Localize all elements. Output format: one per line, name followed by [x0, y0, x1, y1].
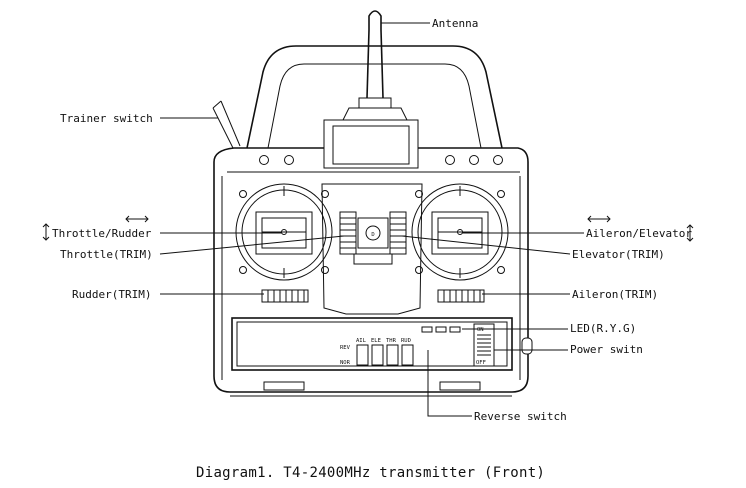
left-horizontal-arrow-icon — [126, 216, 148, 222]
antenna — [343, 11, 407, 120]
label-throttle-trim: Throttle(TRIM) — [60, 248, 153, 261]
reverse-switch-block: AIL ELE THR RUD REV NOR — [340, 338, 413, 366]
reverse-switch-thr[interactable] — [387, 345, 398, 365]
label-elevator-trim: Elevator(TRIM) — [572, 248, 665, 261]
label-rudder-trim: Rudder(TRIM) — [72, 288, 151, 301]
label-led: LED(R.Y.G) — [570, 322, 636, 335]
label-reverse-switch: Reverse switch — [474, 410, 567, 423]
label-aileron-trim: Aileron(TRIM) — [572, 288, 658, 301]
label-power-switch: Power switn — [570, 343, 643, 356]
diagram-caption: Diagram1. T4-2400MHz transmitter (Front) — [196, 465, 545, 481]
throttle-trim-wheel — [340, 212, 356, 254]
label-antenna: Antenna — [432, 17, 478, 30]
channel-label-thr: THR — [386, 338, 397, 344]
label-throttle-rudder: Throttle/Rudder — [52, 227, 152, 240]
reverse-switch-ail[interactable] — [357, 345, 368, 365]
center-button-label: D — [371, 232, 374, 238]
label-aileron-elevator: Aileron/Elevator — [586, 227, 692, 240]
led-red — [422, 327, 432, 332]
center-column — [322, 184, 422, 314]
power-on-label: ON — [477, 327, 484, 333]
led-indicators — [422, 327, 460, 332]
channel-label-ail: AIL — [356, 338, 367, 344]
power-switch[interactable]: ON OFF — [474, 324, 494, 366]
left-gimbal — [236, 184, 332, 280]
center-button-housing: D — [354, 218, 392, 264]
channel-label-rud: RUD — [401, 338, 411, 344]
channel-label-ele: ELE — [371, 338, 381, 344]
aileron-trim-wheel — [438, 290, 484, 302]
right-horizontal-arrow-icon — [588, 216, 610, 222]
right-gimbal — [412, 184, 508, 280]
side-plug — [522, 338, 532, 354]
led-yellow — [436, 327, 446, 332]
nor-label: NOR — [340, 360, 351, 366]
reverse-switch-rud[interactable] — [402, 345, 413, 365]
left-vertical-arrow-icon — [43, 224, 49, 240]
top-display-window — [324, 120, 418, 168]
led-green — [450, 327, 460, 332]
trainer-switch — [213, 101, 240, 148]
rudder-trim-wheel — [262, 290, 308, 302]
reverse-switch-ele[interactable] — [372, 345, 383, 365]
label-trainer-switch: Trainer switch — [60, 112, 153, 125]
power-off-label: OFF — [476, 360, 486, 366]
rev-label: REV — [340, 345, 351, 351]
elevator-trim-wheel — [390, 212, 406, 254]
